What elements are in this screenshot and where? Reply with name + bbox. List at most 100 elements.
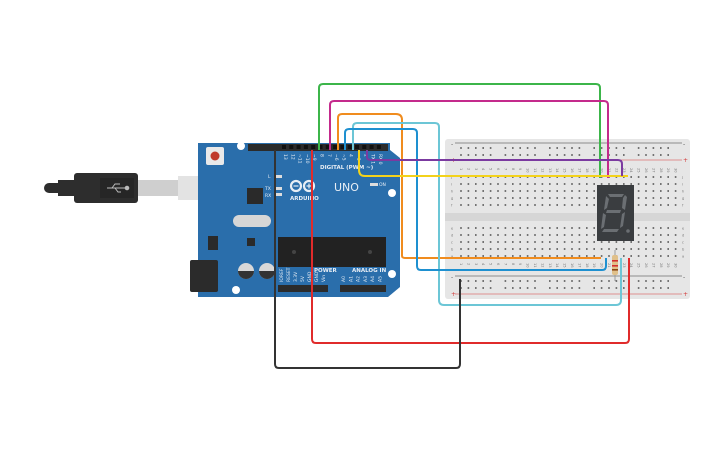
breadboard-hole[interactable] [674, 241, 677, 243]
breadboard-hole[interactable] [674, 234, 677, 236]
breadboard-hole[interactable] [460, 248, 462, 250]
breadboard-hole[interactable] [460, 190, 462, 192]
breadboard-hole[interactable] [467, 227, 470, 229]
breadboard-hole[interactable] [534, 287, 536, 289]
breadboard-hole[interactable] [534, 234, 536, 236]
breadboard-hole[interactable] [593, 204, 595, 206]
breadboard-hole[interactable] [652, 197, 655, 199]
breadboard-hole[interactable] [623, 280, 625, 282]
breadboard-hole[interactable] [482, 227, 484, 229]
breadboard-hole[interactable] [660, 183, 662, 185]
breadboard-hole[interactable] [630, 176, 632, 178]
breadboard-hole[interactable] [534, 204, 536, 206]
breadboard-hole[interactable] [489, 287, 492, 289]
breadboard-hole[interactable] [586, 183, 588, 185]
breadboard-hole[interactable] [660, 147, 662, 149]
breadboard-hole[interactable] [512, 241, 514, 243]
breadboard-hole[interactable] [519, 204, 521, 206]
breadboard-hole[interactable] [571, 183, 573, 185]
breadboard-hole[interactable] [467, 287, 470, 289]
breadboard-hole[interactable] [467, 190, 470, 192]
breadboard-hole[interactable] [645, 190, 647, 192]
blue-wire[interactable] [344, 128, 607, 271]
breadboard-hole[interactable] [482, 248, 484, 250]
breadboard-hole[interactable] [571, 147, 573, 149]
breadboard-hole[interactable] [645, 287, 647, 289]
breadboard-hole[interactable] [482, 197, 484, 199]
breadboard-hole[interactable] [541, 204, 544, 206]
breadboard-hole[interactable] [660, 241, 662, 243]
breadboard-hole[interactable] [475, 255, 477, 257]
breadboard-hole[interactable] [504, 147, 507, 149]
breadboard-hole[interactable] [526, 154, 529, 156]
breadboard-hole[interactable] [467, 197, 470, 199]
breadboard-hole[interactable] [512, 234, 514, 236]
breadboard-hole[interactable] [630, 183, 632, 185]
breadboard-hole[interactable] [563, 190, 566, 192]
breadboard-hole[interactable] [563, 227, 566, 229]
breadboard-hole[interactable] [556, 204, 558, 206]
breadboard-hole[interactable] [586, 227, 588, 229]
breadboard-hole[interactable] [504, 287, 507, 289]
breadboard-hole[interactable] [578, 255, 581, 257]
breadboard-hole[interactable] [578, 280, 581, 282]
breadboard-hole[interactable] [571, 241, 573, 243]
digital-pin[interactable] [340, 145, 345, 149]
breadboard-hole[interactable] [660, 204, 662, 206]
breadboard-hole[interactable] [652, 241, 655, 243]
breadboard-hole[interactable] [563, 197, 566, 199]
breadboard-hole[interactable] [549, 234, 551, 236]
breadboard-hole[interactable] [615, 248, 618, 250]
breadboard-hole[interactable] [482, 154, 484, 156]
breadboard-hole[interactable] [652, 190, 655, 192]
breadboard-hole[interactable] [571, 248, 573, 250]
breadboard-hole[interactable] [563, 183, 566, 185]
breadboard-hole[interactable] [497, 248, 499, 250]
breadboard-hole[interactable] [475, 190, 477, 192]
breadboard-hole[interactable] [652, 147, 655, 149]
purple-wire[interactable] [366, 150, 623, 176]
breadboard-hole[interactable] [497, 190, 499, 192]
breadboard-hole[interactable] [667, 227, 669, 229]
breadboard-hole[interactable] [504, 154, 507, 156]
breadboard-hole[interactable] [593, 227, 595, 229]
breadboard-hole[interactable] [660, 255, 662, 257]
breadboard-hole[interactable] [667, 183, 669, 185]
breadboard-hole[interactable] [519, 248, 521, 250]
breadboard-hole[interactable] [549, 154, 551, 156]
breadboard-hole[interactable] [645, 241, 647, 243]
breadboard-hole[interactable] [549, 255, 551, 257]
breadboard-hole[interactable] [563, 241, 566, 243]
breadboard-hole[interactable] [467, 147, 470, 149]
breadboard-hole[interactable] [667, 248, 669, 250]
breadboard-hole[interactable] [512, 227, 514, 229]
breadboard-hole[interactable] [519, 227, 521, 229]
breadboard-hole[interactable] [526, 147, 529, 149]
breadboard-hole[interactable] [541, 190, 544, 192]
breadboard-hole[interactable] [467, 183, 470, 185]
breadboard-hole[interactable] [489, 280, 492, 282]
breadboard-hole[interactable] [674, 183, 677, 185]
breadboard-hole[interactable] [593, 234, 595, 236]
breadboard-hole[interactable] [534, 280, 536, 282]
breadboard-hole[interactable] [460, 241, 462, 243]
breadboard-hole[interactable] [497, 227, 499, 229]
breadboard-hole[interactable] [623, 241, 625, 243]
orange-wire[interactable] [337, 113, 601, 259]
breadboard-hole[interactable] [623, 154, 625, 156]
breadboard-hole[interactable] [563, 280, 566, 282]
breadboard-hole[interactable] [586, 255, 588, 257]
breadboard-hole[interactable] [645, 197, 647, 199]
breadboard-hole[interactable] [512, 255, 514, 257]
breadboard-hole[interactable] [637, 190, 640, 192]
breadboard-hole[interactable] [534, 241, 536, 243]
breadboard-hole[interactable] [519, 234, 521, 236]
breadboard-hole[interactable] [467, 234, 470, 236]
breadboard-hole[interactable] [519, 197, 521, 199]
breadboard-hole[interactable] [674, 190, 677, 192]
breadboard-hole[interactable] [489, 255, 492, 257]
breadboard-hole[interactable] [497, 234, 499, 236]
breadboard-hole[interactable] [652, 287, 655, 289]
breadboard-hole[interactable] [608, 241, 610, 243]
breadboard-hole[interactable] [637, 234, 640, 236]
